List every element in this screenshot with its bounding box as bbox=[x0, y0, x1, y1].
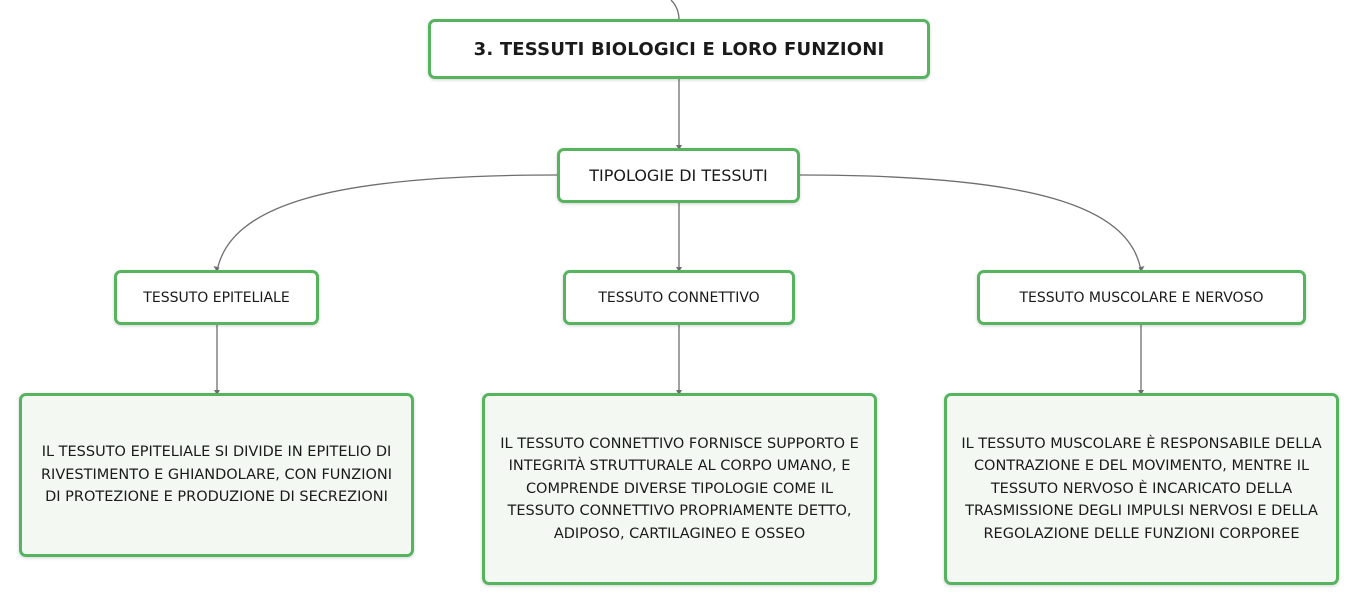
branch-node-connettivo[interactable]: TESSUTO CONNETTIVO bbox=[563, 270, 795, 325]
connector-category-to-muscolare bbox=[799, 174, 1142, 272]
arrowhead-connettivo bbox=[676, 267, 682, 272]
arrowhead-title bbox=[676, 145, 682, 150]
branch-label: TESSUTO EPITELIALE bbox=[143, 289, 290, 306]
connector-category-to-epiteliale bbox=[216, 174, 558, 272]
branch-label: TESSUTO MUSCOLARE E NERVOSO bbox=[1019, 289, 1264, 306]
title-text: 3. TESSUTI BIOLOGICI E LORO FUNZIONI bbox=[473, 38, 885, 60]
arrowhead-epiteliale-desc bbox=[214, 390, 220, 395]
branch-label: TESSUTO CONNETTIVO bbox=[598, 289, 760, 306]
title-node[interactable]: 3. TESSUTI BIOLOGICI E LORO FUNZIONI bbox=[428, 19, 930, 79]
branch-node-epiteliale[interactable]: TESSUTO EPITELIALE bbox=[114, 270, 319, 325]
connector-parent-to-title bbox=[670, 0, 680, 21]
arrowhead-connettivo-desc bbox=[676, 390, 682, 395]
description-node-muscolare-nervoso[interactable]: IL TESSUTO MUSCOLARE È RESPONSABILE DELL… bbox=[944, 393, 1339, 585]
branch-node-muscolare-nervoso[interactable]: TESSUTO MUSCOLARE E NERVOSO bbox=[977, 270, 1306, 325]
category-node[interactable]: TIPOLOGIE DI TESSUTI bbox=[557, 148, 800, 203]
description-text: IL TESSUTO EPITELIALE SI DIVIDE IN EPITE… bbox=[40, 444, 393, 506]
arrowhead-epiteliale bbox=[213, 266, 220, 272]
description-text: IL TESSUTO MUSCOLARE È RESPONSABILE DELL… bbox=[961, 435, 1322, 542]
description-text: IL TESSUTO CONNETTIVO FORNISCE SUPPORTO … bbox=[500, 435, 859, 542]
description-node-connettivo[interactable]: IL TESSUTO CONNETTIVO FORNISCE SUPPORTO … bbox=[482, 393, 877, 585]
arrowhead-muscolare bbox=[1138, 266, 1145, 272]
category-text: TIPOLOGIE DI TESSUTI bbox=[589, 166, 768, 185]
arrowhead-muscolare-desc bbox=[1138, 390, 1144, 395]
description-node-epiteliale[interactable]: IL TESSUTO EPITELIALE SI DIVIDE IN EPITE… bbox=[19, 393, 414, 557]
